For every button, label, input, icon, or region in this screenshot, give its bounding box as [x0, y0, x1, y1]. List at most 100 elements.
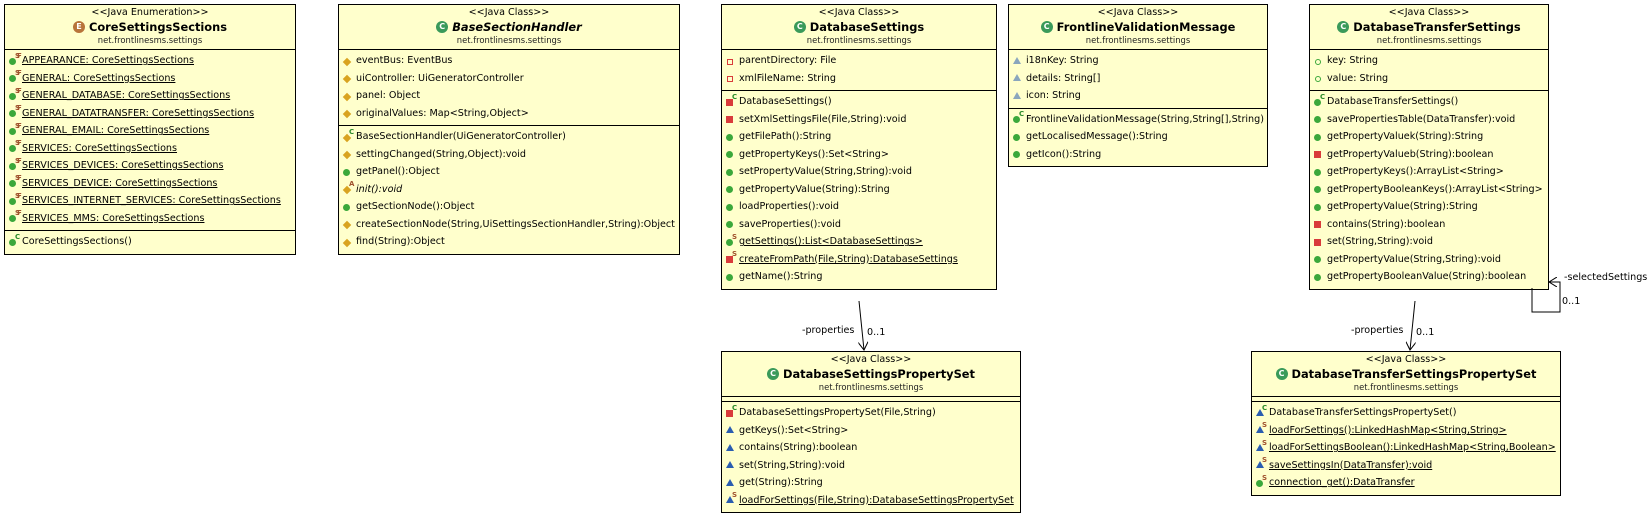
- operation-row[interactable]: setPropertyValue(String,String):void: [722, 163, 996, 181]
- attribute-row[interactable]: originalValues: Map<String,Object>: [339, 105, 679, 123]
- attribute-row[interactable]: panel: Object: [339, 87, 679, 105]
- operation-row[interactable]: saveProperties():void: [722, 216, 996, 234]
- operation-row[interactable]: getPropertyValue(String):String: [1310, 198, 1548, 216]
- operation-row[interactable]: setXmlSettingsFile(File,String):void: [722, 111, 996, 129]
- package-label: net.frontlinesms.settings: [97, 35, 203, 45]
- attribute-row[interactable]: eventBus: EventBus: [339, 52, 679, 70]
- attribute-label: key: String: [1327, 55, 1379, 67]
- edge-dbs-role: -properties: [802, 325, 855, 336]
- attribute-row[interactable]: parentDirectory: File: [722, 52, 996, 70]
- operation-row[interactable]: getPropertyValueb(String):boolean: [1310, 146, 1548, 164]
- stereotype-label: <<Java Enumeration>>: [91, 7, 209, 18]
- operation-row[interactable]: contains(String):boolean: [722, 439, 1020, 457]
- attribute-row[interactable]: key: String: [1310, 52, 1548, 70]
- class-icon: C: [436, 21, 449, 33]
- class-icon: C: [793, 21, 806, 33]
- attribute-row[interactable]: xmlFileName: String: [722, 70, 996, 88]
- enum-icon: E: [72, 21, 85, 33]
- attributes-compartment: [722, 397, 1020, 402]
- class-name-text: DatabaseTransferSettings: [1353, 20, 1521, 34]
- private-icon: C: [725, 404, 737, 418]
- operation-row[interactable]: getPropertyKeys():Set<String>: [722, 146, 996, 164]
- operation-row[interactable]: loadProperties():void: [722, 198, 996, 216]
- operation-row[interactable]: savePropertiesTable(DataTransfer):void: [1310, 111, 1548, 129]
- operation-row[interactable]: getIcon():String: [1009, 146, 1267, 164]
- public-icon: [1313, 184, 1323, 194]
- public-icon: [1313, 272, 1323, 282]
- operation-row[interactable]: getLocalisedMessage():String: [1009, 128, 1267, 146]
- package-icon: [725, 478, 735, 488]
- operation-row[interactable]: set(String,String):void: [722, 457, 1020, 475]
- operation-row[interactable]: getPropertyKeys():ArrayList<String>: [1310, 163, 1548, 181]
- operation-row[interactable]: find(String):Object: [339, 233, 679, 251]
- operation-row[interactable]: getKeys():Set<String>: [722, 422, 1020, 440]
- operation-row[interactable]: settingChanged(String,Object):void: [339, 146, 679, 164]
- operation-label: loadProperties():void: [739, 201, 840, 213]
- attribute-row[interactable]: icon: String: [1009, 87, 1267, 105]
- private-field-icon: [725, 73, 735, 83]
- operation-label: FrontlineValidationMessage(String,String…: [1026, 113, 1264, 125]
- attribute-row[interactable]: i18nKey: String: [1009, 52, 1267, 70]
- attributes-compartment: key: String value: String: [1310, 50, 1548, 91]
- operation-row[interactable]: getPanel():Object: [339, 163, 679, 181]
- operation-row[interactable]: getPropertyBooleanKeys():ArrayList<Strin…: [1310, 181, 1548, 199]
- edge-self-role: -selectedSettings: [1564, 272, 1647, 283]
- attribute-row[interactable]: details: String[]: [1009, 70, 1267, 88]
- attribute-label: APPEARANCE: CoreSettingsSections: [22, 55, 195, 67]
- public-icon: [725, 132, 735, 142]
- operation-row[interactable]: getFilePath():String: [722, 128, 996, 146]
- operation-label: getIcon():String: [1026, 148, 1102, 160]
- operation-row[interactable]: getName():String: [722, 268, 996, 286]
- operation-row[interactable]: contains(String):boolean: [1310, 216, 1548, 234]
- operation-row[interactable]: getSectionNode():Object: [339, 198, 679, 216]
- operation-row[interactable]: getPropertyValuek(String):String: [1310, 128, 1548, 146]
- operation-row[interactable]: createSectionNode(String,UiSettingsSecti…: [339, 216, 679, 234]
- attribute-label: GENERAL: CoreSettingsSections: [22, 72, 176, 84]
- class-name-text: DatabaseSettingsPropertySet: [783, 367, 975, 381]
- operation-row[interactable]: getPropertyValue(String):String: [722, 181, 996, 199]
- operation-row[interactable]: getPropertyBooleanValue(String):boolean: [1310, 268, 1548, 286]
- attribute-row[interactable]: uiController: UiGeneratorController: [339, 70, 679, 88]
- operation-row[interactable]: getPropertyValue(String,String):void: [1310, 251, 1548, 269]
- operation-row[interactable]: get(String):String: [722, 474, 1020, 492]
- attribute-row[interactable]: value: String: [1310, 70, 1548, 88]
- package-icon: S: [1255, 457, 1267, 470]
- public-icon: [725, 184, 735, 194]
- operation-row[interactable]: set(String,String):void: [1310, 233, 1548, 251]
- attribute-label: SERVICES_INTERNET_SERVICES: CoreSettings…: [22, 195, 281, 207]
